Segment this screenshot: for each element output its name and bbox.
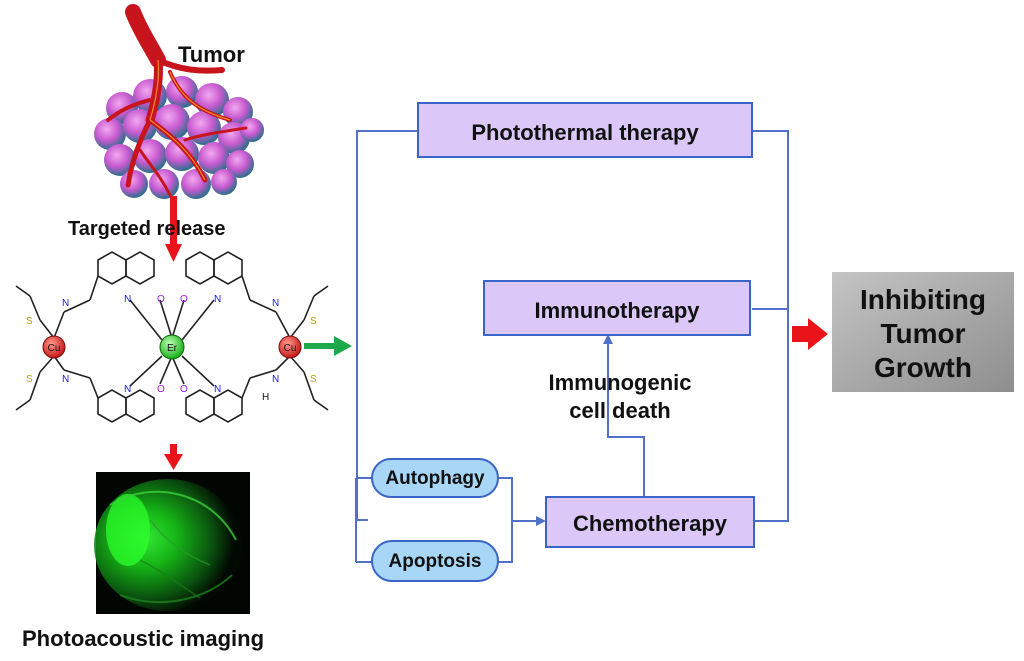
er-atom: Er (159, 334, 185, 360)
atom-n: N (272, 374, 279, 385)
connector-icd (607, 342, 645, 497)
atom-h: H (262, 392, 269, 403)
photoacoustic-image (94, 472, 250, 614)
tumor-label: Tumor (178, 42, 245, 67)
immunotherapy-box: Immunotherapy (483, 280, 751, 336)
result-line3: Growth (874, 352, 972, 383)
molecule-structure (15, 251, 329, 423)
chemotherapy-label: Chemotherapy (573, 511, 728, 536)
atom-o: O (180, 294, 188, 305)
chemotherapy-box: Chemotherapy (545, 496, 755, 548)
autophagy-pill: Autophagy (371, 458, 499, 498)
photothermal-label: Photothermal therapy (471, 120, 699, 145)
immunogenic-label-line1: Immunogenic (548, 370, 691, 395)
arrow-green-right (304, 336, 352, 356)
targeted-release-label: Targeted release (68, 218, 226, 240)
result-box: Inhibiting Tumor Growth (832, 272, 1014, 392)
arrowhead-immuno (603, 334, 613, 344)
atom-o: O (157, 384, 165, 395)
apoptosis-pill: Apoptosis (371, 540, 499, 582)
apoptosis-label: Apoptosis (389, 551, 482, 572)
cu-label: Cu (284, 343, 297, 354)
atom-n: N (124, 294, 131, 305)
atom-n: N (62, 374, 69, 385)
cu-label: Cu (48, 343, 61, 354)
photothermal-box: Photothermal therapy (417, 102, 753, 158)
tumor-illustration (94, 4, 264, 199)
atom-n: N (214, 294, 221, 305)
cu-atom-left: Cu (42, 335, 66, 359)
result-line2: Tumor (880, 318, 965, 349)
result-line1: Inhibiting (860, 284, 986, 315)
cu-atom-right: Cu (278, 335, 302, 359)
vessel-highlights (149, 59, 231, 181)
atom-s: S (310, 316, 317, 327)
atom-n: N (62, 298, 69, 309)
atom-o: O (157, 294, 165, 305)
atom-n: N (272, 298, 279, 309)
atom-o: O (180, 384, 188, 395)
atom-s: S (26, 316, 33, 327)
atom-labels: N N N N O O O O S S S S N N N N H (26, 294, 317, 403)
arrow-imaging-down (164, 444, 183, 470)
photoacoustic-label: Photoacoustic imaging (22, 626, 264, 651)
connector-right-spine (752, 130, 789, 522)
connector-left-spine (356, 130, 418, 520)
atom-s: S (310, 374, 317, 385)
connectors (355, 130, 789, 563)
immunotherapy-label: Immunotherapy (534, 298, 700, 323)
autophagy-label: Autophagy (385, 468, 485, 489)
atom-s: S (26, 374, 33, 385)
er-label: Er (167, 343, 178, 354)
immunogenic-label-line2: cell death (569, 398, 670, 423)
arrow-to-result (792, 318, 828, 350)
atom-n: N (214, 384, 221, 395)
connector-pills-join (498, 477, 513, 563)
arrow-tumor-down (165, 196, 182, 262)
atom-n: N (124, 384, 131, 395)
arrowhead-chemo (536, 516, 546, 526)
tumor-cells (94, 76, 264, 199)
